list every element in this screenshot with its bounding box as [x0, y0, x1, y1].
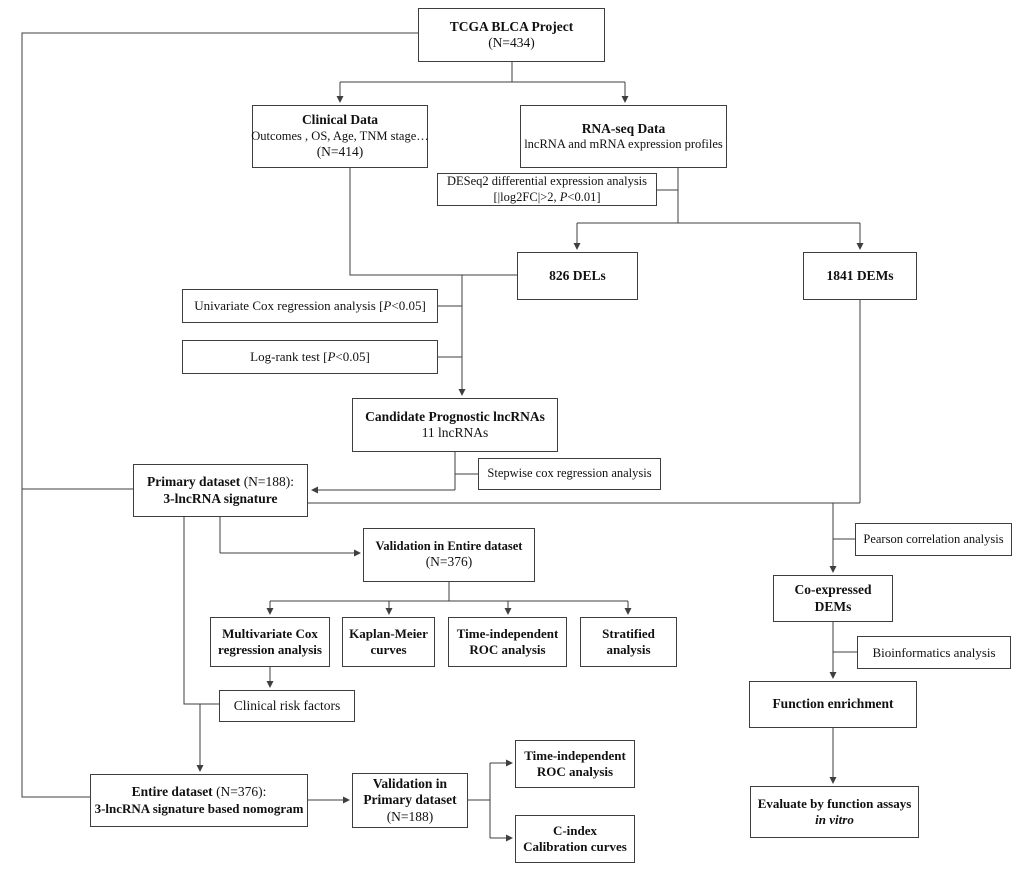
node-logrank-test: Log-rank test [P<0.05] — [182, 340, 438, 374]
node-multivariate-cox: Multivariate Cox regression analysis — [210, 617, 330, 667]
node-coexpressed-dems: Co-expressed DEMs — [773, 575, 893, 622]
node-title: Time-independent — [524, 748, 626, 764]
node-title: Validation in Entire dataset — [375, 539, 523, 554]
node-title: Multivariate Cox — [222, 626, 318, 642]
node-title: 1841 DEMs — [826, 267, 894, 283]
node-subtitle: 3-lncRNA signature — [163, 490, 278, 506]
node-stepwise-cox: Stepwise cox regression analysis — [478, 458, 661, 490]
node-title: Univariate Cox regression analysis [P<0.… — [194, 298, 426, 314]
node-title-2: ROC analysis — [536, 764, 614, 779]
node-subtitle: (N=376) — [425, 554, 473, 570]
node-subtitle: 3-lncRNA signature based nomogram — [94, 800, 304, 816]
node-detail: Outcomes , OS, Age, TNM stage… — [251, 128, 429, 143]
node-entire-dataset-nomogram: Entire dataset (N=376): 3-lncRNA signatu… — [90, 774, 308, 827]
node-subtitle: (N=188) — [386, 808, 434, 824]
node-title: Clinical Data — [301, 112, 379, 128]
node-title-2: regression analysis — [218, 642, 322, 657]
node-subtitle: 11 lncRNAs — [421, 425, 489, 440]
node-kaplan-meier: Kaplan-Meier curves — [342, 617, 435, 667]
node-evaluate-function-assays: Evaluate by function assays in vitro — [750, 786, 919, 838]
node-title: DESeq2 differential expression analysis — [446, 174, 648, 189]
node-tcga-project: TCGA BLCA Project (N=434) — [418, 8, 605, 62]
node-primary-dataset: Primary dataset (N=188): 3-lncRNA signat… — [133, 464, 308, 517]
node-roc-primary: Time-independent ROC analysis — [515, 740, 635, 788]
node-title: Pearson correlation analysis — [863, 531, 1004, 546]
node-validation-entire: Validation in Entire dataset (N=376) — [363, 528, 535, 582]
node-title: Stratified — [602, 626, 655, 642]
node-title-2: Primary dataset — [363, 792, 457, 808]
node-title: Validation in — [372, 775, 448, 791]
node-title: Entire dataset (N=376): — [131, 784, 267, 800]
node-threshold: [|log2FC|>2, P<0.01] — [493, 189, 601, 204]
node-title: C-index — [552, 823, 598, 839]
node-cindex-calibration: C-index Calibration curves — [515, 815, 635, 863]
node-title: Time-independent — [456, 626, 559, 642]
node-title: Kaplan-Meier — [349, 626, 428, 642]
node-826-dels: 826 DELs — [517, 252, 638, 300]
node-title: Evaluate by function assays — [757, 796, 912, 812]
node-clinical-risk-factors: Clinical risk factors — [219, 690, 355, 722]
node-title-italic: in vitro — [815, 812, 854, 827]
node-title: Stepwise cox regression analysis — [487, 466, 652, 481]
node-title: Bioinformatics analysis — [872, 644, 996, 660]
node-title-2: curves — [370, 642, 407, 657]
node-title: TCGA BLCA Project — [449, 18, 574, 34]
node-title: RNA-seq Data — [581, 120, 666, 136]
node-title: Clinical risk factors — [233, 697, 341, 713]
node-title-2: Calibration curves — [523, 839, 627, 854]
node-deseq2-analysis: DESeq2 differential expression analysis … — [437, 173, 657, 206]
node-title-2: analysis — [606, 642, 651, 657]
node-bioinformatics-analysis: Bioinformatics analysis — [857, 636, 1011, 669]
node-roc-entire: Time-independent ROC analysis — [448, 617, 567, 667]
node-title: Primary dataset (N=188): — [146, 474, 295, 490]
node-title-2: DEMs — [814, 598, 852, 614]
node-detail: lncRNA and mRNA expression profiles — [524, 137, 723, 152]
node-function-enrichment: Function enrichment — [749, 681, 917, 728]
node-rnaseq-data: RNA-seq Data lncRNA and mRNA expression … — [520, 105, 727, 168]
node-title: Log-rank test [P<0.05] — [250, 349, 370, 365]
node-clinical-data: Clinical Data Outcomes , OS, Age, TNM st… — [251, 105, 429, 168]
node-title: 826 DELs — [549, 267, 606, 283]
node-validation-primary: Validation in Primary dataset (N=188) — [352, 773, 468, 828]
node-univariate-cox: Univariate Cox regression analysis [P<0.… — [182, 289, 438, 323]
node-title: Co-expressed — [794, 582, 872, 598]
node-stratified-analysis: Stratified analysis — [580, 617, 677, 667]
node-candidate-lncrnas: Candidate Prognostic lncRNAs 11 lncRNAs — [352, 398, 558, 452]
node-title: Function enrichment — [772, 696, 894, 712]
node-pearson-correlation: Pearson correlation analysis — [855, 523, 1012, 556]
node-subtitle: (N=434) — [488, 35, 535, 50]
node-title-2: ROC analysis — [469, 642, 546, 657]
node-title: Candidate Prognostic lncRNAs — [365, 408, 545, 424]
node-subtitle: (N=414) — [316, 144, 364, 160]
node-1841-dems: 1841 DEMs — [803, 252, 917, 300]
